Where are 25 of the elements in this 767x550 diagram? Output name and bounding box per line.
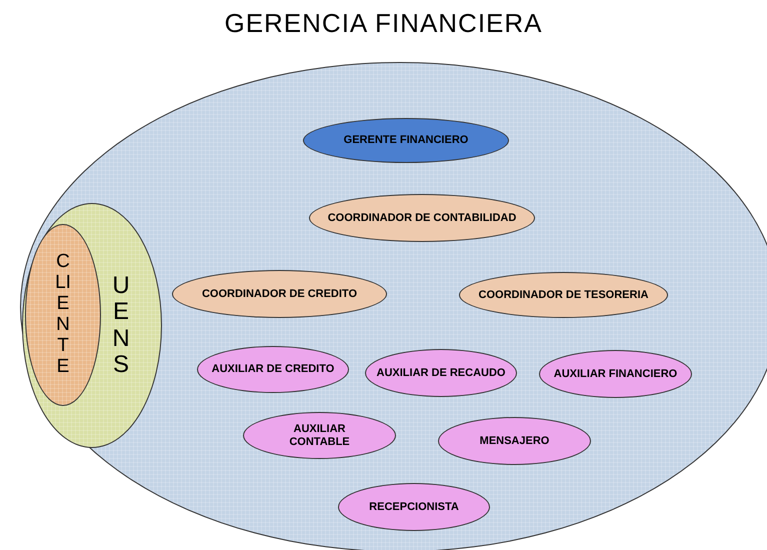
group-ellipse (25, 224, 101, 406)
role-label: RECEPCIONISTA (369, 500, 459, 514)
role-label: MENSAJERO (480, 434, 550, 448)
role-label: AUXILIAR CONTABLE (288, 422, 351, 448)
role-label: AUXILIAR DE RECAUDO (376, 366, 506, 380)
role-ellipse (309, 194, 535, 242)
role-ellipse (172, 270, 387, 318)
role-ellipse (303, 118, 509, 163)
role-ellipse (365, 349, 517, 397)
role-ellipse (459, 272, 668, 318)
role-ellipse (338, 483, 490, 531)
role-label: COORDINADOR DE CREDITO (202, 288, 358, 300)
vertical-label: CLIENTE (54, 252, 72, 378)
role-ellipse (438, 417, 591, 465)
role-ellipse (539, 350, 692, 398)
role-label: AUXILIAR FINANCIERO (554, 368, 678, 380)
role-label: COORDINADOR DE CONTABILIDAD (328, 212, 516, 224)
role-label: COORDINADOR DE TESORERIA (478, 288, 648, 302)
role-ellipse (197, 346, 349, 393)
role-label: AUXILIAR DE CREDITO (212, 363, 334, 376)
diagram-title: GERENCIA FINANCIERA (223, 8, 544, 39)
role-ellipse (243, 412, 396, 459)
group-ellipse (22, 203, 162, 448)
role-label: GERENTE FINANCIERO (344, 134, 468, 147)
vertical-label: UENS (111, 272, 131, 378)
